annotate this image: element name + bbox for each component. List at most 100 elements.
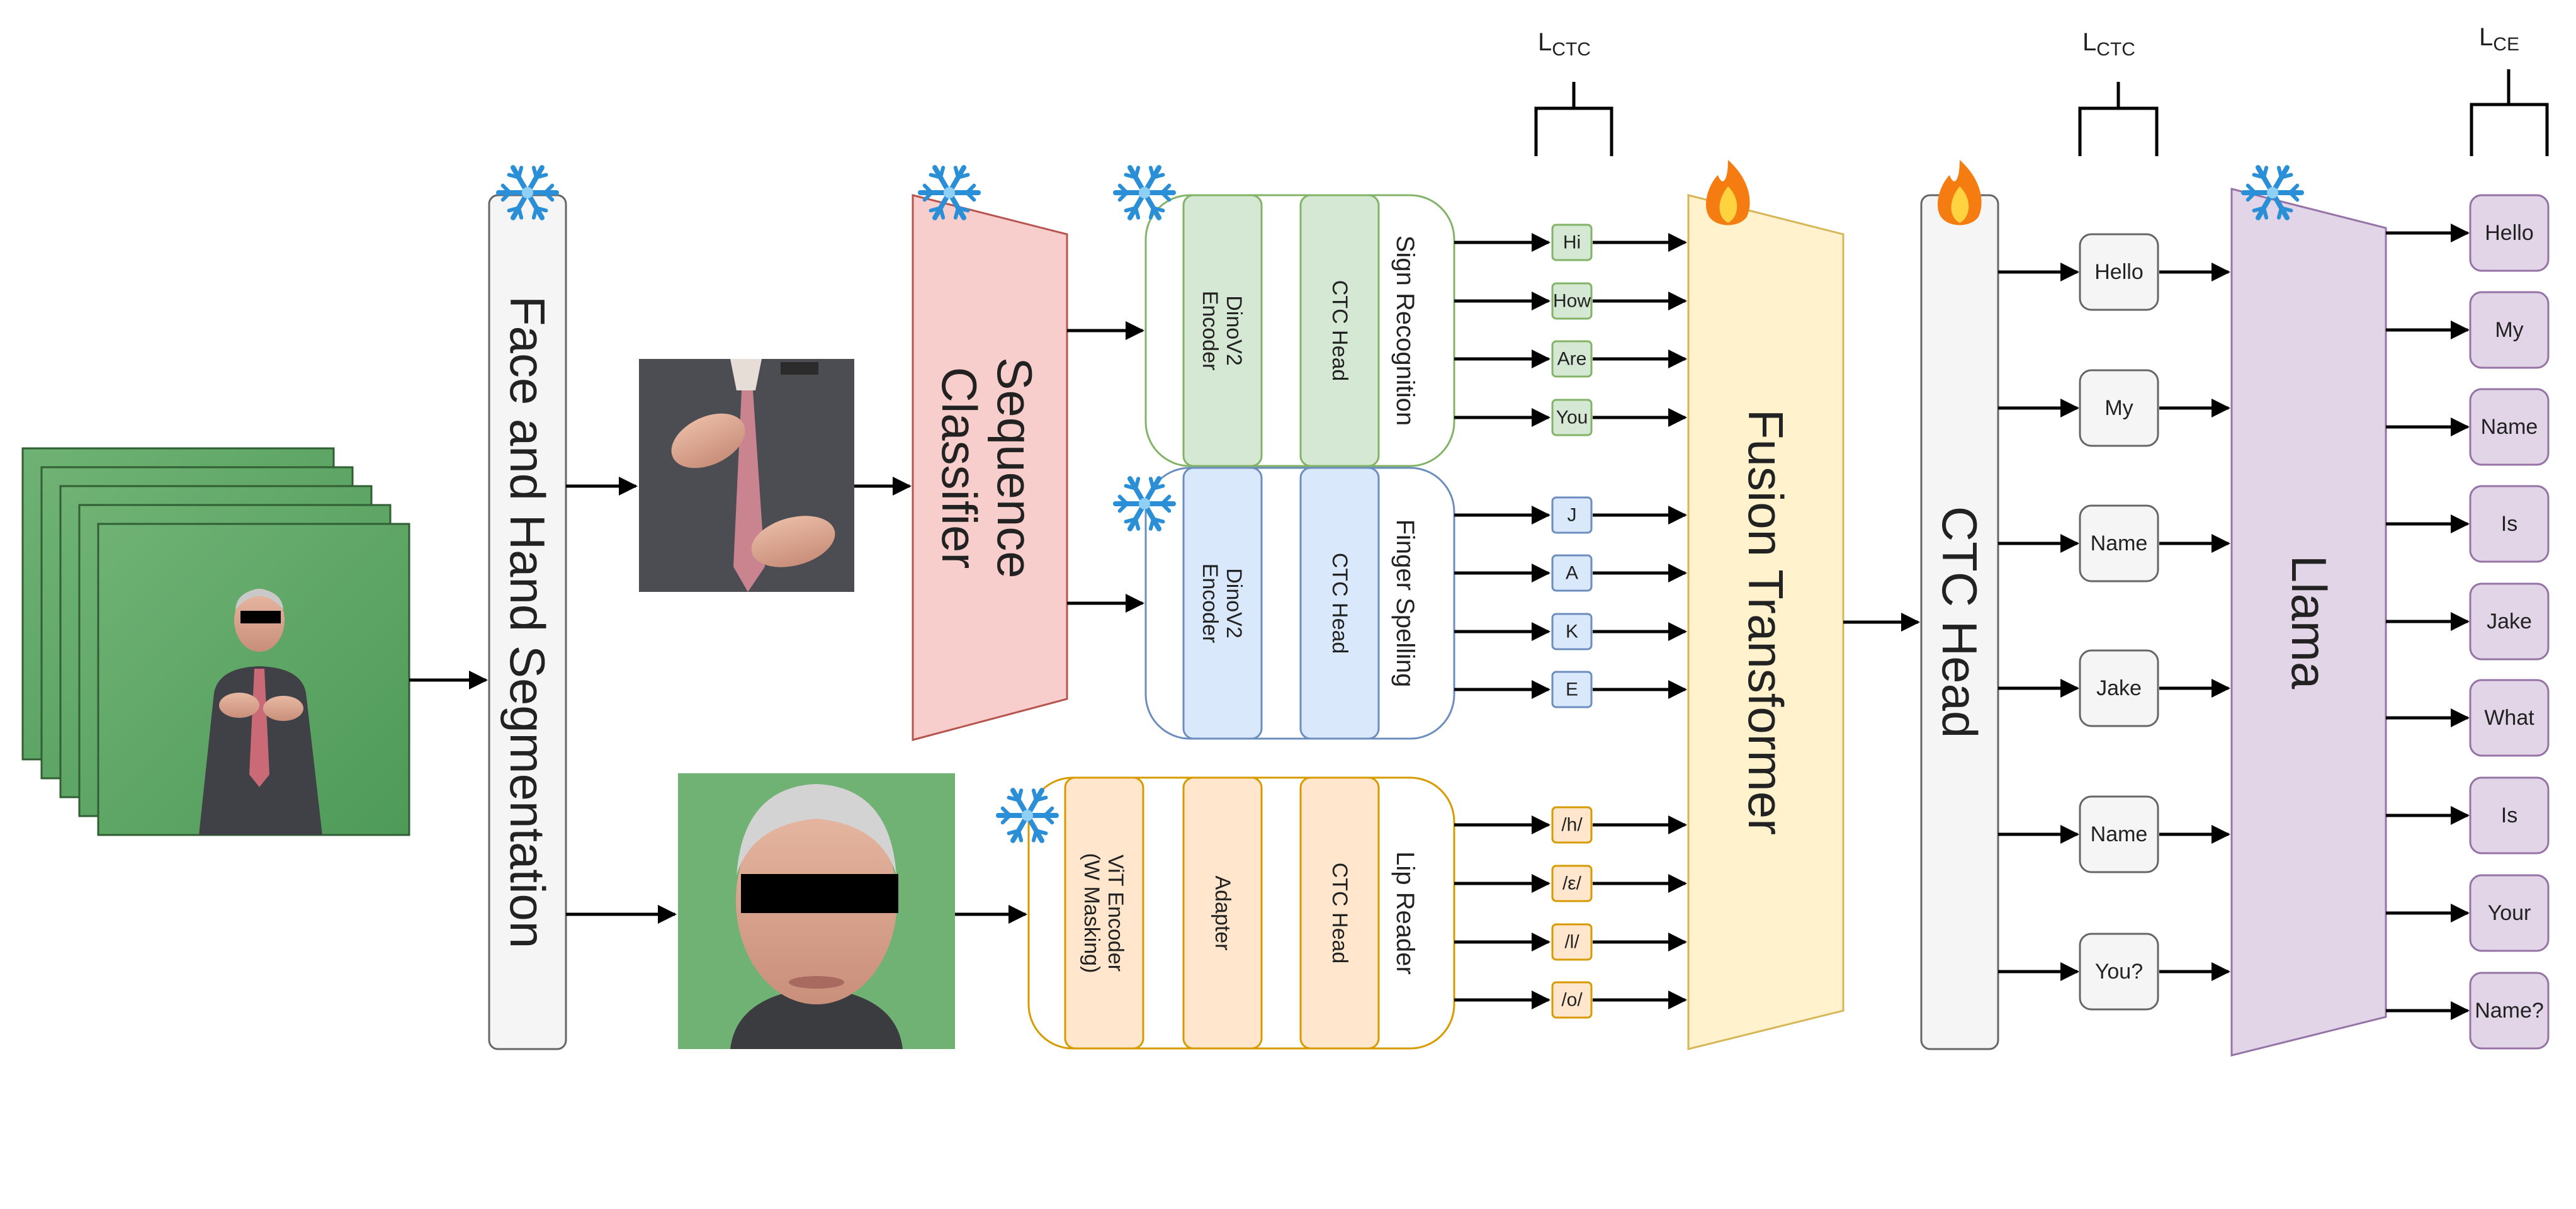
llama-output-box <box>2469 291 2550 369</box>
face-hand-segmentation-block: Face and Hand Segmentation <box>488 194 567 1050</box>
lip-token-box <box>1551 865 1593 902</box>
llama-output-token: Name? <box>2475 999 2544 1023</box>
loss-2-main: L <box>2082 28 2096 56</box>
sign-recognition-title: Sign Recognition <box>1391 236 1419 426</box>
ctc-output-box <box>2079 649 2159 727</box>
sign-encoder-line1: DinoV2 <box>1222 295 1246 366</box>
lip-token-box <box>1551 923 1593 961</box>
svg-text:LCE: LCE <box>2479 23 2519 55</box>
lip-token: /l/ <box>1564 932 1579 953</box>
ctc-output-box <box>2079 233 2159 311</box>
fire-icon <box>1938 160 1982 225</box>
loss-3-sub: CE <box>2493 34 2519 55</box>
finger-spelling-module: DinoV2 Encoder CTC Head Finger Spelling <box>1144 467 1455 740</box>
fusion-transformer-block: Fusion Transformer <box>1687 194 1844 1050</box>
lip-encoder-line2: (W Masking) <box>1080 853 1104 973</box>
llama-output-box <box>2469 194 2550 272</box>
ctc-output-box <box>2079 795 2159 873</box>
sign-token: You <box>1556 407 1588 428</box>
segmentation-label: Face and Hand Segmentation <box>500 296 555 948</box>
finger-token-box <box>1551 496 1593 534</box>
llama-output-token: My <box>2495 318 2523 342</box>
llama-output-token: Name <box>2481 415 2538 439</box>
llama-output-box <box>2469 388 2550 466</box>
sign-ctc-head-label: CTC Head <box>1328 280 1352 382</box>
sign-token: Hi <box>1563 232 1581 253</box>
lip-reader-module: ViT Encoder (W Masking) Adapter CTC Head… <box>1027 776 1455 1050</box>
finger-token-box <box>1551 671 1593 708</box>
finger-token-box <box>1551 613 1593 650</box>
sign-token: Are <box>1557 349 1587 370</box>
loss-2-sub: CTC <box>2096 39 2135 60</box>
sign-token-box <box>1551 282 1593 320</box>
finger-encoder-line2: Encoder <box>1198 564 1222 644</box>
llama-output-box <box>2469 776 2550 854</box>
lip-ctc-head-label: CTC Head <box>1328 863 1352 964</box>
llama-output-box <box>2469 679 2550 757</box>
loss-bracket-3: LCE <box>2470 23 2549 156</box>
lip-token-box <box>1551 806 1593 844</box>
llama-output-token: Is <box>2501 512 2517 536</box>
llama-output-token: Hello <box>2485 221 2533 245</box>
llama-output-box <box>2469 485 2550 563</box>
ctc-output-box <box>2079 933 2159 1011</box>
llama-output-token: What <box>2484 706 2534 730</box>
snowflake-icon <box>496 165 559 220</box>
snowflake-icon <box>1113 165 1176 220</box>
ctc-output-token: Name <box>2091 822 2148 846</box>
input-video-frames <box>21 447 410 836</box>
lip-encoder-line1: ViT Encoder <box>1104 854 1127 972</box>
ctc-output-token: Hello <box>2094 260 2143 284</box>
ctc-output-token: You? <box>2095 960 2143 984</box>
fire-icon <box>1706 160 1750 225</box>
finger-token: E <box>1566 679 1578 700</box>
fusion-transformer-label: Fusion Transformer <box>1738 409 1794 835</box>
lip-token-group: /h//ε//l//o/ <box>1454 806 1687 1019</box>
finger-token: J <box>1568 505 1577 526</box>
llama-block: Llama <box>2230 188 2387 1057</box>
classifier-label-line2: Classifier <box>932 367 987 569</box>
lip-token: /h/ <box>1561 815 1583 836</box>
ctc-head-block: CTC Head <box>1920 194 1999 1050</box>
finger-ctc-head-label: CTC Head <box>1328 553 1352 654</box>
ctc-output-box <box>2079 504 2159 582</box>
sign-encoder-line2: Encoder <box>1198 291 1222 371</box>
finger-token: A <box>1566 563 1578 584</box>
llama-label: Llama <box>2281 555 2337 690</box>
llama-output-token: Jake <box>2487 610 2532 633</box>
llama-output-box <box>2469 972 2550 1050</box>
finger-token: K <box>1566 622 1578 642</box>
llama-output-token: Your <box>2488 901 2531 925</box>
loss-3-main: L <box>2479 23 2493 51</box>
face-crop-image <box>678 773 955 1049</box>
snowflake-icon <box>918 165 981 220</box>
sign-token-box <box>1551 399 1593 436</box>
lip-token-box <box>1551 981 1593 1019</box>
sign-token-box <box>1551 340 1593 378</box>
main-connectors <box>409 321 1920 924</box>
loss-1-sub: CTC <box>1552 39 1591 60</box>
llama-output-box <box>2469 874 2550 952</box>
sequence-classifier-block: Sequence Classifier <box>912 194 1068 741</box>
loss-1-main: L <box>1538 28 1552 56</box>
llama-output-token: Is <box>2501 803 2517 827</box>
ctc-head-label: CTC Head <box>1932 506 1987 738</box>
loss-bracket-1: LCTC <box>1534 28 1613 156</box>
finger-token-group: J A K E <box>1454 496 1687 708</box>
finger-token-box <box>1551 554 1593 592</box>
snowflake-icon <box>2241 165 2304 220</box>
sign-recognition-module: DinoV2 Encoder CTC Head Sign Recognition <box>1144 194 1455 467</box>
svg-text:LCTC: LCTC <box>1538 28 1591 60</box>
hands-crop-image <box>639 359 854 592</box>
finger-spelling-title: Finger Spelling <box>1391 519 1419 688</box>
ctc-output-token: My <box>2104 396 2133 420</box>
snowflake-icon <box>996 788 1059 843</box>
svg-text:LCTC: LCTC <box>2082 28 2135 60</box>
loss-bracket-2: LCTC <box>2078 28 2159 156</box>
ctc-output-box <box>2079 369 2159 447</box>
snowflake-icon <box>1113 476 1176 531</box>
